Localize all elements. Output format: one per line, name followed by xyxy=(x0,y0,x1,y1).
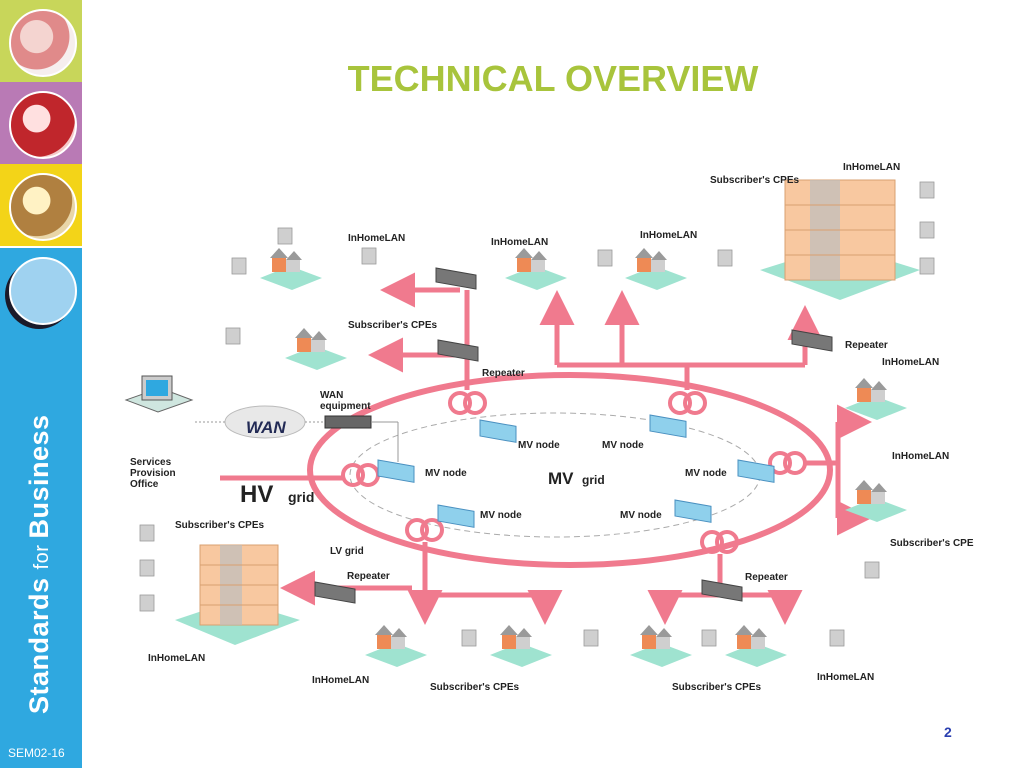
mv-node-icon xyxy=(649,414,687,438)
inhomelan-label: InHomeLAN xyxy=(348,233,405,244)
repeater-label: Repeater xyxy=(845,340,888,351)
page-number: 2 xyxy=(944,724,952,740)
sidebar: Standards for Business SEM02-16 xyxy=(0,0,82,768)
mv-node-label: MV node xyxy=(620,510,662,521)
inhomelan-label: InHomeLAN xyxy=(892,451,949,462)
mv-label: MV xyxy=(548,469,574,488)
wan-equipment-icon xyxy=(324,415,372,429)
cpe-icon xyxy=(597,249,613,267)
mv-node-label: MV node xyxy=(425,468,467,479)
mv-ring xyxy=(307,372,833,568)
repeater-icon xyxy=(314,581,356,604)
mv-node-icon xyxy=(437,504,475,528)
coupler-icon xyxy=(341,391,807,554)
house-icon xyxy=(725,625,787,667)
house-icon xyxy=(505,248,567,290)
globe-tile-green xyxy=(0,0,82,82)
subscribers-cpes-label: Subscriber's CPEs xyxy=(672,682,762,693)
subscribers-cpes-label: Subscriber's CPEs xyxy=(348,320,438,331)
mv-node-label: MV node xyxy=(602,440,644,451)
house-icon xyxy=(630,625,692,667)
cpe-icon xyxy=(225,327,241,345)
mv-node-icon xyxy=(479,419,517,443)
house-icon xyxy=(365,625,427,667)
mv-node-icon xyxy=(674,499,712,523)
hv-label: HV xyxy=(240,481,273,508)
cpe-icon xyxy=(461,629,477,647)
house-icon xyxy=(260,248,322,290)
hv-grid-label: grid xyxy=(288,489,314,505)
lv-grid-label: LV grid xyxy=(330,546,364,557)
cpe-icon xyxy=(139,594,155,612)
cpe-icon xyxy=(919,181,935,199)
inhomelan-label: InHomeLAN xyxy=(843,162,900,173)
mv-node-label: MV node xyxy=(480,510,522,521)
mv-node-label: MV node xyxy=(518,440,560,451)
repeater-label: Repeater xyxy=(482,368,525,379)
cpe-icon xyxy=(277,227,293,245)
globe-icon xyxy=(9,9,77,77)
inhomelan-label: InHomeLAN xyxy=(312,675,369,686)
cpe-icon xyxy=(361,247,377,265)
house-icon xyxy=(845,378,907,420)
repeater-label: Repeater xyxy=(745,572,788,583)
cpe-icon xyxy=(139,559,155,577)
cpe-icon xyxy=(583,629,599,647)
inhomelan-label: InHomeLAN xyxy=(882,357,939,368)
computer-icon xyxy=(124,375,194,413)
apartment-building-icon xyxy=(175,544,300,645)
subscribers-cpes-label: Subscriber's CPEs xyxy=(430,682,520,693)
globe-icon xyxy=(9,257,77,325)
house-icon xyxy=(285,328,347,370)
cpe-icon xyxy=(717,249,733,267)
globe-icon xyxy=(9,173,77,241)
page-title: TECHNICAL OVERVIEW xyxy=(347,58,759,99)
subscribers-cpes-label: Subscriber's CPEs xyxy=(175,520,265,531)
globe-icon xyxy=(9,91,77,159)
inhomelan-label: InHomeLAN xyxy=(491,237,548,248)
brand-logo: Standards for Business xyxy=(24,414,54,714)
cpe-icon xyxy=(864,561,880,579)
mv-grid-label: grid xyxy=(582,473,605,487)
house-icon xyxy=(625,248,687,290)
repeater-icon xyxy=(437,339,479,362)
repeater-icon xyxy=(791,329,833,352)
subscribers-cpe-label: Subscriber's CPE xyxy=(890,538,974,549)
globe-tile-purple xyxy=(0,82,82,164)
globe-tile-blue xyxy=(0,246,82,330)
inhomelan-label: InHomeLAN xyxy=(817,672,874,683)
wan-label: WAN xyxy=(246,418,286,437)
mv-node-label: MV node xyxy=(685,468,727,479)
cpe-icon xyxy=(139,524,155,542)
slide-code: SEM02-16 xyxy=(8,746,65,760)
grid-lines xyxy=(220,272,872,625)
globe-tile-yellow xyxy=(0,164,82,246)
mv-node-icon xyxy=(377,459,415,483)
cpe-icon xyxy=(919,257,935,275)
cpe-icon xyxy=(701,629,717,647)
cpe-icon xyxy=(231,257,247,275)
inhomelan-label: InHomeLAN xyxy=(640,230,697,241)
subscribers-cpes-label: Subscriber's CPEs xyxy=(710,175,800,186)
repeater-label: Repeater xyxy=(347,571,390,582)
cpe-icon xyxy=(919,221,935,239)
apartment-building-icon xyxy=(760,179,920,300)
repeater-icon xyxy=(435,267,477,290)
house-icon xyxy=(490,625,552,667)
cpe-icon xyxy=(829,629,845,647)
inhomelan-label: InHomeLAN xyxy=(148,653,205,664)
repeater-icon xyxy=(701,579,743,602)
